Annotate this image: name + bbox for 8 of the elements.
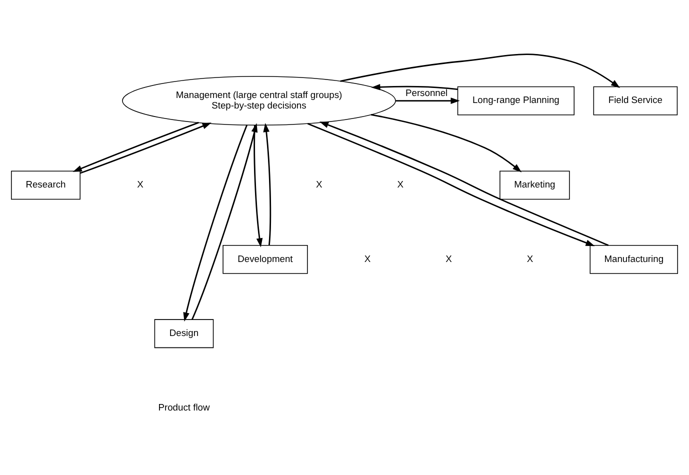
label: X [137,179,144,190]
edge-label: Personnel [405,87,448,98]
label: X [446,253,452,264]
label: X [397,179,404,190]
label: Product flow [158,402,210,412]
label: X [526,253,534,264]
label: X [364,253,371,264]
label: X [316,179,322,190]
